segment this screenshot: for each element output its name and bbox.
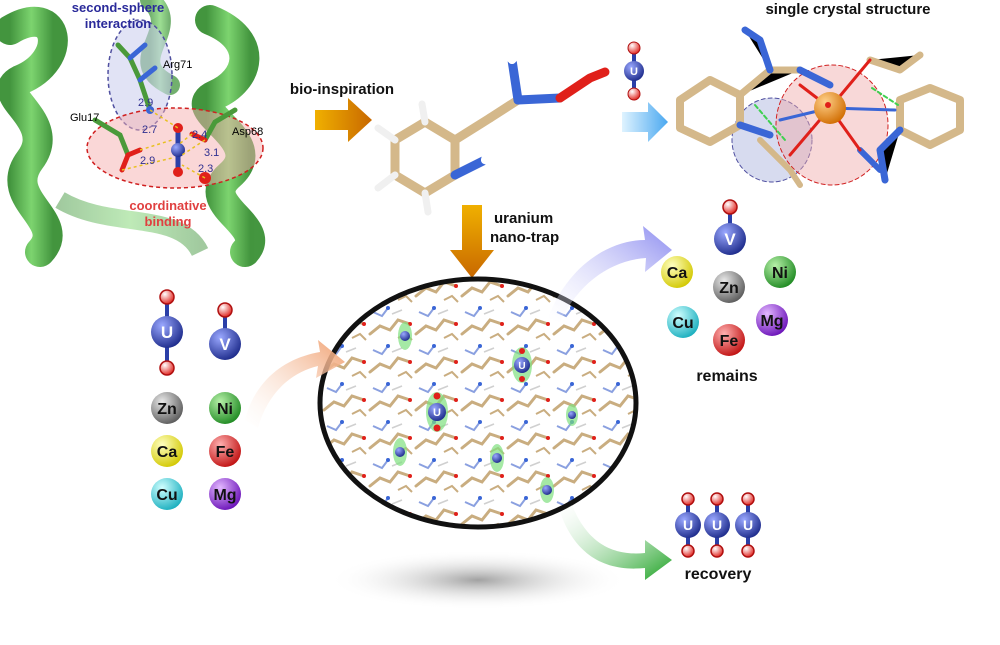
recovery-label: recovery — [685, 566, 752, 583]
input-ion-mixture — [151, 289, 241, 510]
input-arrow — [245, 340, 345, 428]
trapped-uranyl-symbol: U — [518, 361, 525, 372]
second-sphere-title: second-sphere — [72, 0, 164, 15]
mg-ion — [209, 478, 241, 510]
distance-label: 2.3 — [198, 163, 213, 175]
mg-symbol-remaining: Mg — [760, 313, 783, 330]
arginine-sidechain — [115, 42, 158, 114]
uranium-center-atom — [814, 92, 846, 124]
second-sphere-zone-crystal — [731, 97, 813, 183]
hydrogen-bond-lines — [121, 109, 206, 179]
distance-label: 3.1 — [204, 147, 219, 159]
recovered-uranyl-ion — [735, 492, 761, 558]
recovery-arrow — [560, 505, 672, 580]
nano-trap-framework — [317, 276, 639, 530]
remaining-ions — [661, 199, 796, 356]
vanadyl-ion-remaining — [714, 199, 746, 255]
amidoxime-ligand — [374, 38, 610, 216]
mg-symbol: Mg — [213, 487, 236, 504]
vanadyl-symbol-remaining: V — [724, 230, 736, 249]
zn-symbol: Zn — [157, 401, 177, 418]
recovered-uranyl-symbol: U — [683, 517, 693, 533]
ni-ion — [209, 392, 241, 424]
vanadyl-symbol: V — [219, 335, 231, 354]
fe-symbol-remaining: Fe — [720, 333, 739, 350]
uranium-label: uranium — [494, 210, 553, 227]
mg-ion-remaining — [756, 304, 788, 336]
ni-ion-remaining — [764, 256, 796, 288]
cu-symbol-remaining: Cu — [672, 315, 693, 332]
zn-symbol-remaining: Zn — [719, 280, 739, 297]
crystal-title: single crystal structure — [765, 1, 930, 18]
recovered-uranyl — [675, 492, 761, 558]
cu-ion — [151, 478, 183, 510]
distance-label: 2.7 — [142, 124, 157, 136]
glutamate-sidechain — [92, 117, 143, 173]
recovered-uranyl-ion — [704, 492, 730, 558]
zn-ion — [151, 392, 183, 424]
uranyl-small — [624, 41, 644, 101]
protein-panel: second-sphere interaction coordinative b… — [0, 0, 282, 267]
recovered-uranyl-symbol: U — [712, 517, 722, 533]
crystal-arrow — [622, 102, 668, 142]
ni-symbol-remaining: Ni — [772, 265, 788, 282]
vanadyl-ion — [209, 302, 241, 360]
uranyl-ion — [151, 289, 183, 376]
ca-ion-remaining — [661, 256, 693, 288]
platform-shadow — [328, 550, 628, 610]
uranyl-in-site — [171, 123, 211, 184]
fe-symbol: Fe — [216, 444, 235, 461]
trapped-uranyl-sites — [393, 322, 578, 503]
recovered-uranyl-ion — [675, 492, 701, 558]
distance-label: 2.9 — [140, 155, 155, 167]
nano-trap-label: nano-trap — [490, 229, 559, 246]
residue-glu17: Glu17 — [70, 112, 99, 124]
cu-ion-remaining — [667, 306, 699, 338]
fe-ion — [209, 435, 241, 467]
remains-label: remains — [696, 368, 757, 385]
residue-asp68: Asp68 — [232, 126, 263, 138]
coordination-zone-crystal — [775, 64, 889, 186]
bio-inspiration-arrow — [315, 98, 372, 142]
ca-symbol: Ca — [157, 444, 178, 461]
zn-ion-remaining — [713, 271, 745, 303]
ni-symbol: Ni — [217, 401, 233, 418]
uranyl-small-symbol: U — [630, 66, 638, 78]
coordinative-label: coordinative — [129, 198, 206, 213]
bio-inspiration-label: bio-inspiration — [290, 81, 394, 98]
trapped-uranyl-symbol: U — [433, 407, 441, 419]
interaction-title: interaction — [85, 16, 152, 31]
ca-symbol-remaining: Ca — [667, 265, 688, 282]
cu-symbol: Cu — [156, 487, 177, 504]
fe-ion-remaining — [713, 324, 745, 356]
distance-label: 2.9 — [138, 97, 153, 109]
crystal-structure — [676, 26, 964, 188]
recovered-uranyl-symbol: U — [743, 517, 753, 533]
uranyl-symbol: U — [161, 323, 173, 342]
nano-trap-arrow — [450, 205, 494, 278]
residue-arg71: Arg71 — [163, 59, 192, 71]
binding-label: binding — [145, 214, 192, 229]
ca-ion — [151, 435, 183, 467]
aspartate-sidechain — [189, 107, 238, 143]
distance-label: 2.4 — [192, 129, 207, 141]
remains-arrow — [548, 226, 672, 322]
